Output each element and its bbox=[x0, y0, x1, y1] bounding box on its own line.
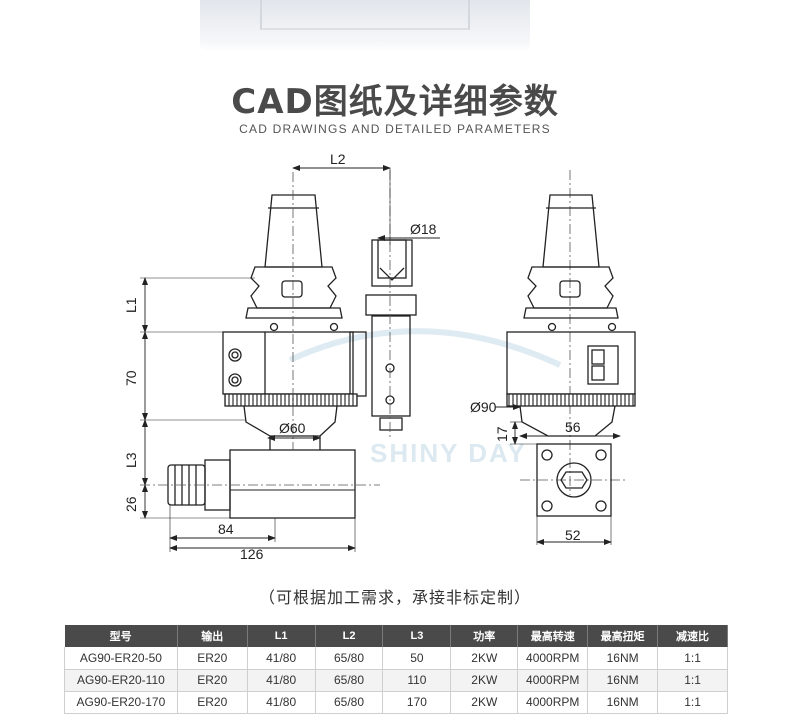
cell-power: 2KW bbox=[450, 669, 519, 692]
cell-max-speed: 4000RPM bbox=[517, 691, 589, 714]
side-view bbox=[506, 194, 636, 545]
cell-model: AG90-ER20-110 bbox=[64, 669, 178, 692]
cell-l1: 41/80 bbox=[247, 669, 316, 692]
table-header-row: 型号 输出 L1 L2 L3 功率 最高转速 最高扭矩 减速比 bbox=[64, 625, 728, 647]
dim-17: 17 bbox=[494, 426, 510, 442]
col-header-max-torque: 最高扭矩 bbox=[587, 625, 659, 647]
cell-l2: 65/80 bbox=[315, 647, 384, 670]
dim-d60: Ø60 bbox=[279, 420, 306, 436]
page-title: CAD图纸及详细参数 bbox=[231, 82, 559, 122]
dimension-labels: L2 Ø18 L1 70 Ø60 L3 26 84 126 Ø90 17 56 … bbox=[123, 151, 581, 562]
cell-ratio: 1:1 bbox=[657, 647, 728, 670]
front-view bbox=[167, 194, 417, 519]
cell-power: 2KW bbox=[450, 647, 519, 670]
cell-l3: 110 bbox=[382, 669, 452, 692]
watermark: SHINY DAY bbox=[288, 328, 562, 468]
dim-52: 52 bbox=[565, 527, 581, 543]
dim-84: 84 bbox=[218, 521, 234, 537]
dim-26: 26 bbox=[123, 496, 139, 512]
cell-ratio: 1:1 bbox=[657, 669, 728, 692]
dim-126: 126 bbox=[240, 546, 264, 562]
cell-ratio: 1:1 bbox=[657, 691, 728, 714]
top-product-image-fade bbox=[200, 0, 530, 52]
cell-model: AG90-ER20-170 bbox=[64, 691, 178, 714]
col-header-ratio: 减速比 bbox=[657, 625, 728, 647]
cell-l3: 170 bbox=[382, 691, 452, 714]
scale-ring-front bbox=[224, 393, 358, 407]
cad-drawing: SHINY DAY bbox=[0, 150, 790, 570]
col-header-l3: L3 bbox=[382, 625, 452, 647]
col-header-l1: L1 bbox=[247, 625, 316, 647]
side-spindle-body bbox=[371, 315, 411, 417]
side-output-flange bbox=[536, 443, 612, 517]
cell-output: ER20 bbox=[177, 669, 248, 692]
table-row: AG90-ER20-170 ER20 41/80 65/80 170 2KW 4… bbox=[64, 691, 728, 714]
dim-56: 56 bbox=[565, 419, 581, 435]
col-header-l2: L2 bbox=[315, 625, 384, 647]
product-image-edge bbox=[260, 0, 470, 30]
holder-flange bbox=[250, 266, 337, 309]
dim-70: 70 bbox=[123, 370, 139, 386]
cell-output: ER20 bbox=[177, 647, 248, 670]
cell-l1: 41/80 bbox=[247, 647, 316, 670]
cell-l1: 41/80 bbox=[247, 691, 316, 714]
table-row: AG90-ER20-110 ER20 41/80 65/80 110 2KW 4… bbox=[64, 669, 728, 692]
front-dimensions bbox=[140, 165, 440, 552]
cell-max-speed: 4000RPM bbox=[517, 647, 589, 670]
col-header-max-speed: 最高转速 bbox=[517, 625, 589, 647]
cell-max-torque: 16NM bbox=[587, 669, 659, 692]
dim-l1: L1 bbox=[123, 297, 139, 313]
cell-power: 2KW bbox=[450, 691, 519, 714]
cell-l2: 65/80 bbox=[315, 691, 384, 714]
page-subtitle: CAD DRAWINGS AND DETAILED PARAMETERS bbox=[239, 122, 551, 136]
cell-max-torque: 16NM bbox=[587, 647, 659, 670]
parameters-table: 型号 输出 L1 L2 L3 功率 最高转速 最高扭矩 减速比 AG90-ER2… bbox=[64, 625, 728, 714]
cell-l2: 65/80 bbox=[315, 669, 384, 692]
dim-d18: Ø18 bbox=[410, 221, 437, 237]
dim-l3: L3 bbox=[123, 452, 139, 468]
holder-cone bbox=[264, 194, 323, 268]
cell-output: ER20 bbox=[177, 691, 248, 714]
col-header-model: 型号 bbox=[64, 625, 178, 647]
side-dimensions bbox=[495, 404, 621, 545]
cell-model: AG90-ER20-50 bbox=[64, 647, 178, 670]
dim-d90: Ø90 bbox=[470, 399, 497, 415]
watermark-text: SHINY DAY bbox=[370, 438, 527, 468]
custom-note: （可根据加工需求，承接非标定制） bbox=[258, 588, 531, 607]
table-row: AG90-ER20-50 ER20 41/80 65/80 50 2KW 400… bbox=[64, 647, 728, 670]
cad-drawing-svg: SHINY DAY bbox=[123, 151, 636, 562]
cell-max-torque: 16NM bbox=[587, 691, 659, 714]
col-header-output: 输出 bbox=[177, 625, 248, 647]
output-spindle bbox=[229, 449, 356, 519]
cell-l3: 50 bbox=[382, 647, 452, 670]
cell-max-speed: 4000RPM bbox=[517, 669, 589, 692]
dim-l2: L2 bbox=[330, 151, 346, 167]
col-header-power: 功率 bbox=[450, 625, 519, 647]
